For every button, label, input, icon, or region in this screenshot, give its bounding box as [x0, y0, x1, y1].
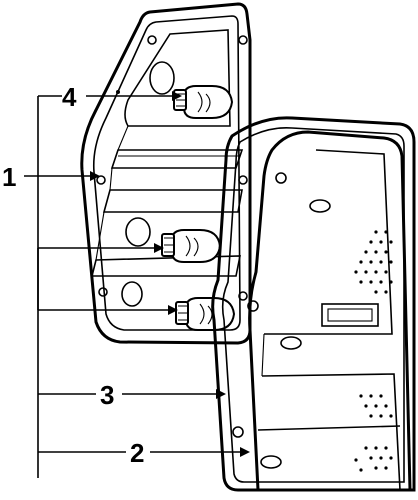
bulb-upper: [173, 85, 234, 119]
lamp-gasket: [211, 116, 416, 492]
callout-leaders: [24, 91, 250, 478]
callout-4: 4: [62, 82, 77, 112]
lens-prism-texture: [354, 230, 393, 472]
lamp-housing: [80, 2, 252, 345]
callout-2: 2: [130, 438, 144, 468]
lamp-lens: [248, 130, 412, 492]
callout-3: 3: [100, 380, 114, 410]
bulb-lower: [175, 297, 236, 331]
callout-1: 1: [2, 162, 16, 192]
bulb-middle: [161, 229, 222, 263]
